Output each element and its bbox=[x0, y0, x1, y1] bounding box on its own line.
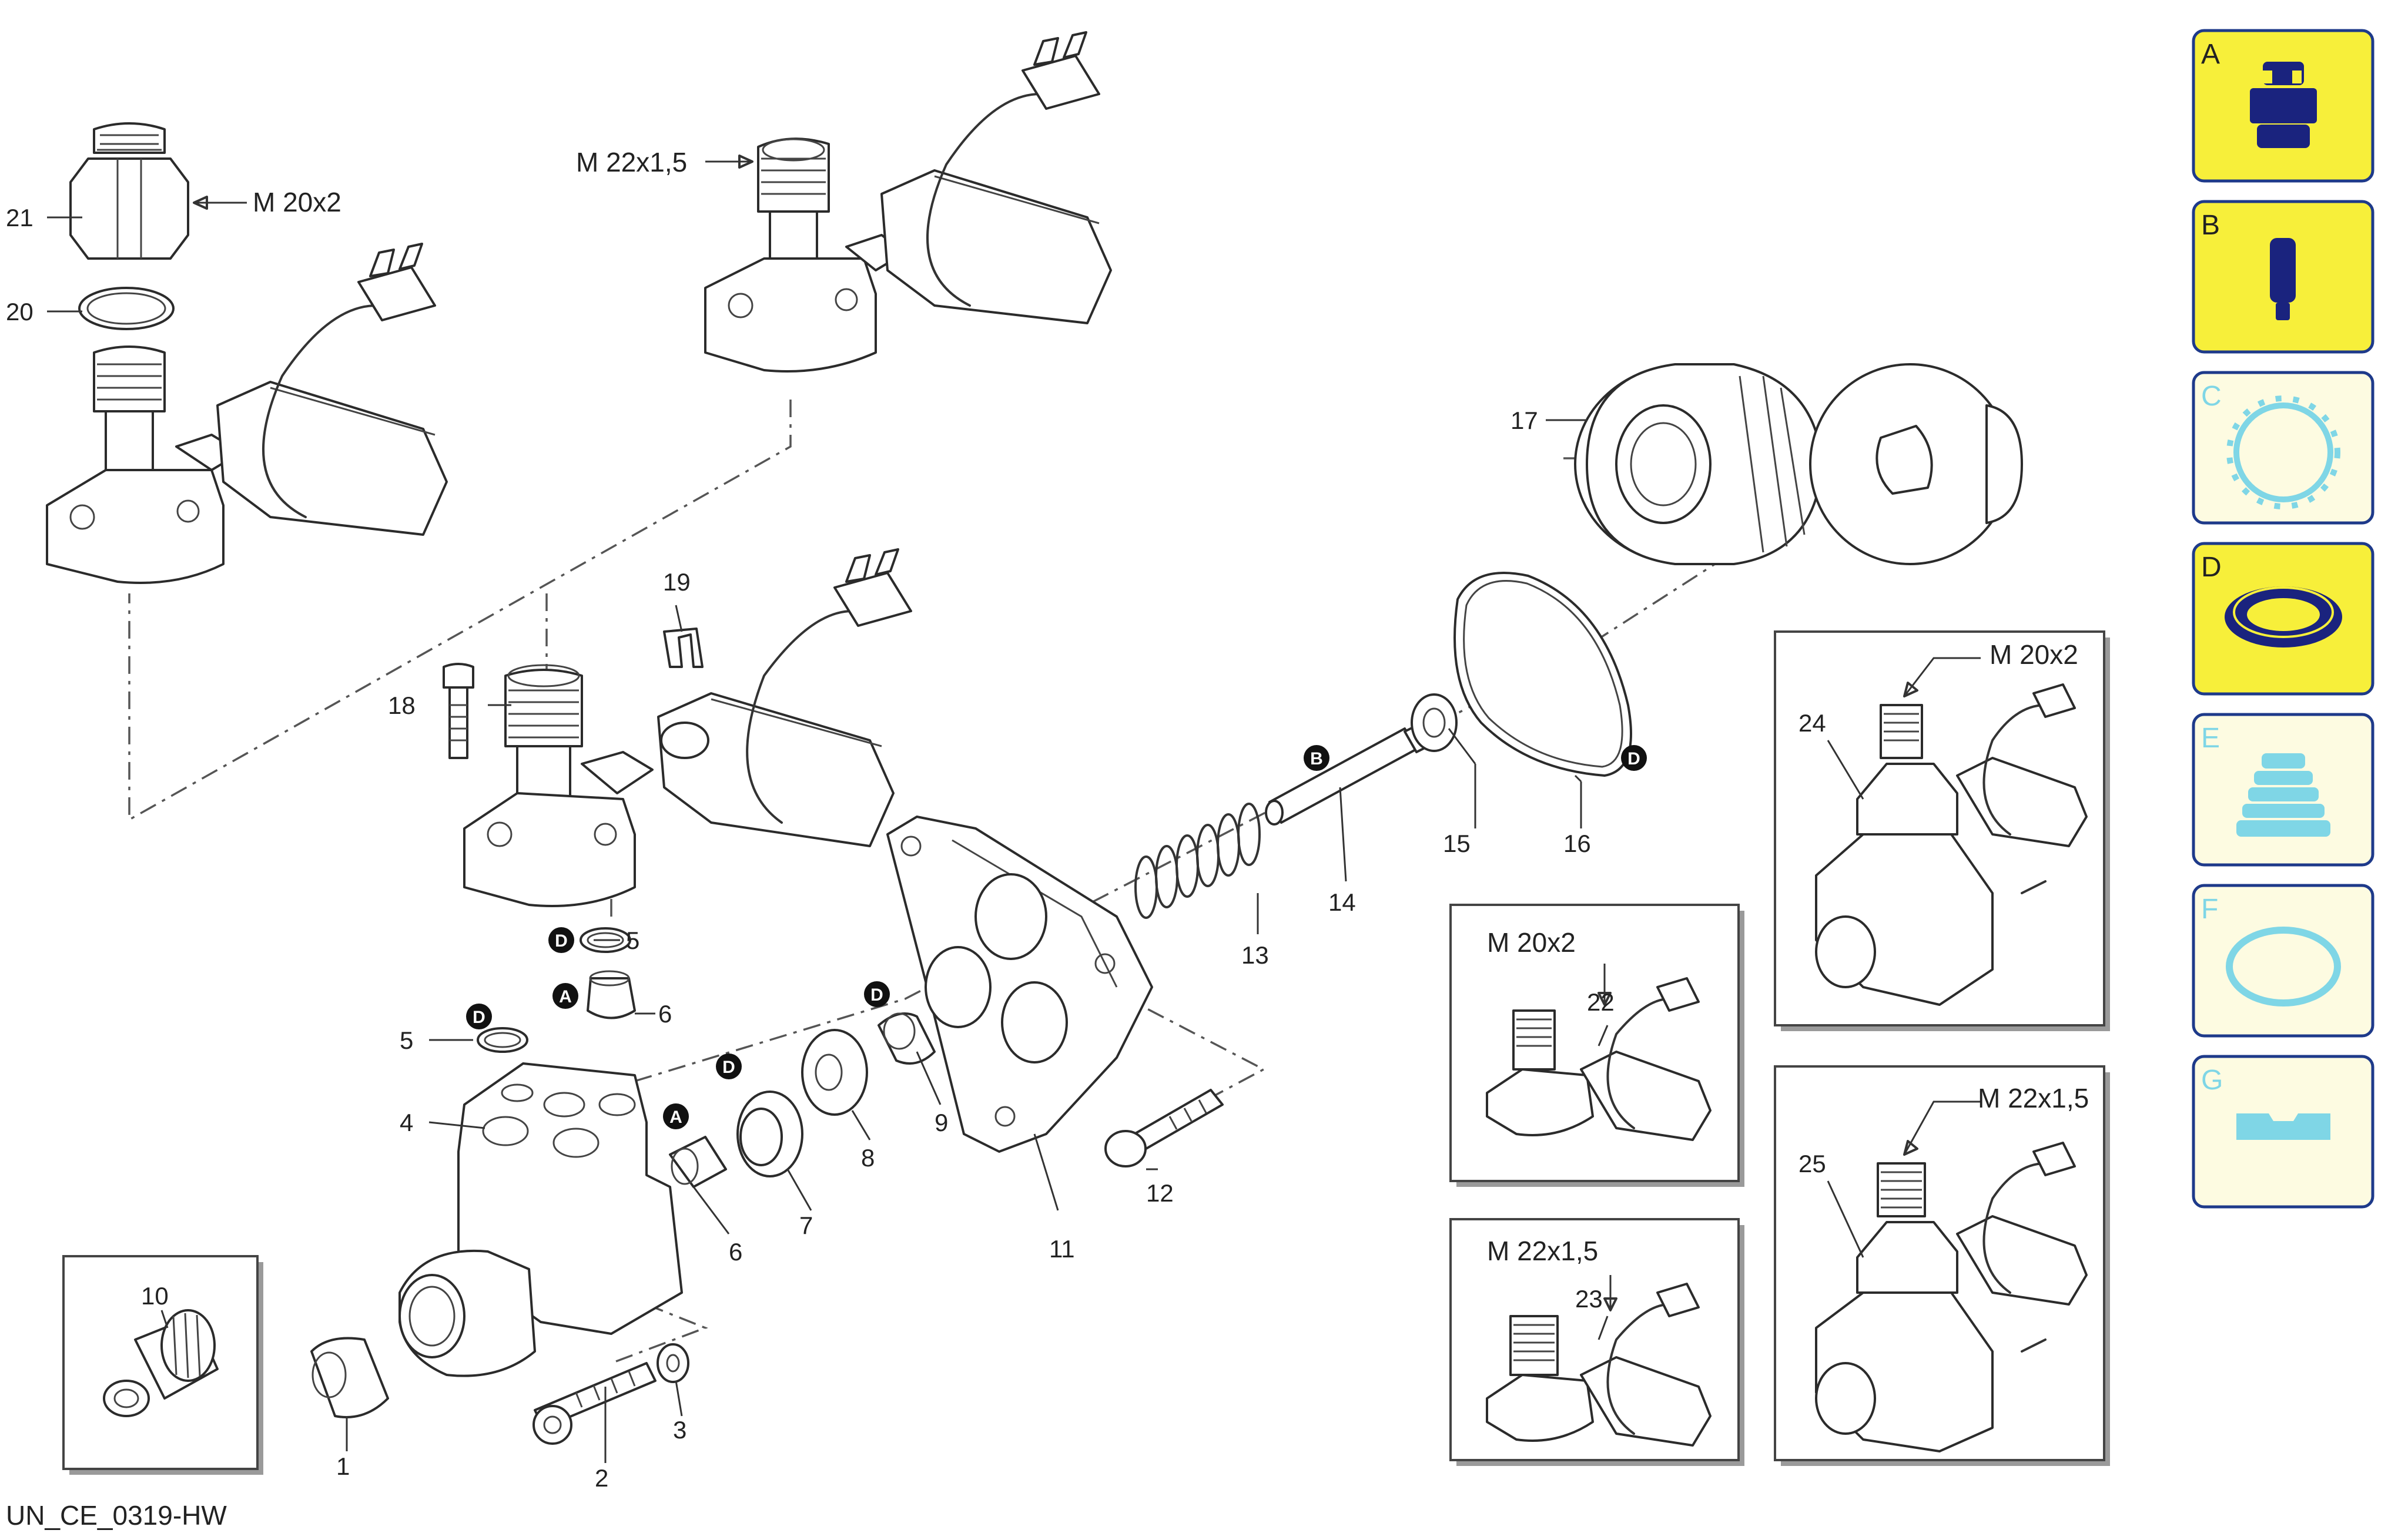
callout-13: 13 bbox=[1241, 941, 1269, 969]
badge-d-5-upper: D bbox=[548, 927, 574, 953]
pump-head-parts bbox=[310, 927, 936, 1445]
callout-14: 14 bbox=[1328, 888, 1356, 916]
svg-text:D: D bbox=[473, 1008, 485, 1027]
callout-25: 25 bbox=[1798, 1150, 1826, 1177]
category-legend: A B C bbox=[2192, 29, 2374, 1209]
callout-8: 8 bbox=[861, 1144, 875, 1172]
seal-ring-icon bbox=[2225, 586, 2342, 647]
thread-label-inset-23: M 22x1,5 bbox=[1487, 1236, 1598, 1266]
callout-17: 17 bbox=[1511, 407, 1538, 434]
svg-text:B: B bbox=[2201, 210, 2220, 241]
gasket-ring-icon bbox=[2226, 927, 2341, 1006]
callout-11: 11 bbox=[1049, 1235, 1075, 1263]
callout-21: 21 bbox=[6, 204, 34, 231]
inset-10 bbox=[62, 1255, 263, 1475]
callout-numbers: 1 2 3 4 5 5 6 6 7 8 9 10 11 12 13 14 15 … bbox=[6, 204, 1826, 1492]
thread-labels: M 20x2 M 22x1,5 M 20x2 M 22x1,5 M 20x2 M… bbox=[253, 147, 2089, 1266]
svg-text:D: D bbox=[722, 1058, 735, 1077]
inset-23 bbox=[1449, 1218, 1744, 1466]
callout-19: 19 bbox=[663, 568, 691, 596]
callout-18: 18 bbox=[388, 692, 416, 719]
callout-1: 1 bbox=[336, 1452, 350, 1480]
callout-6-upper: 6 bbox=[658, 1000, 672, 1028]
svg-text:D: D bbox=[555, 931, 568, 951]
thread-label-upper: M 22x1,5 bbox=[576, 147, 687, 177]
legend-item-d[interactable]: D bbox=[2192, 542, 2374, 696]
callout-7: 7 bbox=[799, 1212, 813, 1239]
bellows-icon bbox=[2236, 753, 2330, 837]
callout-2: 2 bbox=[595, 1464, 608, 1492]
legend-item-g[interactable]: G bbox=[2192, 1055, 2374, 1209]
sensor-variant-m22 bbox=[704, 31, 1112, 373]
piston-group bbox=[1134, 572, 1632, 919]
callout-10: 10 bbox=[141, 1282, 169, 1310]
legend-item-b[interactable]: B bbox=[2192, 200, 2374, 354]
thread-label-inset-25: M 22x1,5 bbox=[1978, 1083, 2089, 1113]
drawing-code: UN_CE_0319-HW bbox=[6, 1500, 227, 1531]
badge-d-7: D bbox=[716, 1053, 742, 1079]
legend-item-f[interactable]: F bbox=[2192, 884, 2374, 1038]
flat-strip-icon bbox=[2236, 1113, 2330, 1140]
badge-b-14: B bbox=[1304, 745, 1329, 771]
svg-text:C: C bbox=[2201, 381, 2222, 412]
svg-text:D: D bbox=[870, 985, 883, 1005]
callout-5-upper: 5 bbox=[626, 927, 639, 954]
svg-text:D: D bbox=[1627, 749, 1640, 769]
callout-22: 22 bbox=[1587, 988, 1615, 1016]
svg-text:A: A bbox=[2201, 39, 2220, 70]
callout-9: 9 bbox=[935, 1109, 948, 1136]
callout-23: 23 bbox=[1575, 1285, 1603, 1313]
main-sensor-assembly bbox=[443, 548, 912, 907]
svg-text:F: F bbox=[2201, 894, 2218, 925]
callout-5-lower: 5 bbox=[400, 1026, 413, 1054]
badge-d-16: D bbox=[1621, 745, 1647, 771]
callout-6-lower: 6 bbox=[729, 1238, 742, 1266]
badge-a-6-lower: A bbox=[663, 1103, 689, 1129]
svg-text:B: B bbox=[1310, 749, 1323, 769]
badge-a-6-upper: A bbox=[552, 983, 578, 1009]
callout-12: 12 bbox=[1146, 1179, 1174, 1207]
badge-d-5-lower: D bbox=[466, 1004, 492, 1029]
thread-label-inset-24: M 20x2 bbox=[1990, 639, 2078, 670]
flange-and-screw bbox=[886, 816, 1224, 1167]
thread-label-inset-22: M 20x2 bbox=[1487, 927, 1576, 958]
legend-item-a[interactable]: A bbox=[2192, 29, 2374, 183]
leader-lines bbox=[47, 155, 1981, 1463]
callout-15: 15 bbox=[1443, 830, 1471, 857]
callout-3: 3 bbox=[673, 1416, 686, 1444]
sensor-variant-adapter bbox=[46, 122, 448, 584]
svg-text:E: E bbox=[2201, 723, 2220, 754]
nozzle-valve-icon bbox=[2250, 62, 2317, 148]
svg-text:G: G bbox=[2201, 1065, 2223, 1096]
inset-25 bbox=[1774, 1065, 2110, 1466]
part-badges: D A D D A D B D bbox=[466, 745, 1647, 1129]
callout-20: 20 bbox=[6, 298, 34, 326]
callout-16: 16 bbox=[1563, 830, 1591, 857]
inset-24 bbox=[1774, 630, 2110, 1031]
svg-text:D: D bbox=[2201, 552, 2222, 583]
o-ring-dashed-icon bbox=[2226, 395, 2340, 509]
svg-text:A: A bbox=[559, 987, 572, 1006]
cover-parts bbox=[1574, 363, 2023, 565]
callout-24: 24 bbox=[1798, 709, 1826, 737]
piston-icon bbox=[2270, 238, 2296, 320]
inset-22 bbox=[1449, 904, 1744, 1187]
badge-d-9: D bbox=[864, 981, 890, 1007]
callout-4: 4 bbox=[400, 1109, 413, 1136]
legend-item-e[interactable]: E bbox=[2192, 713, 2374, 867]
thread-label-adapter: M 20x2 bbox=[253, 187, 341, 217]
legend-item-c[interactable]: C bbox=[2192, 371, 2374, 525]
svg-text:A: A bbox=[669, 1108, 682, 1127]
